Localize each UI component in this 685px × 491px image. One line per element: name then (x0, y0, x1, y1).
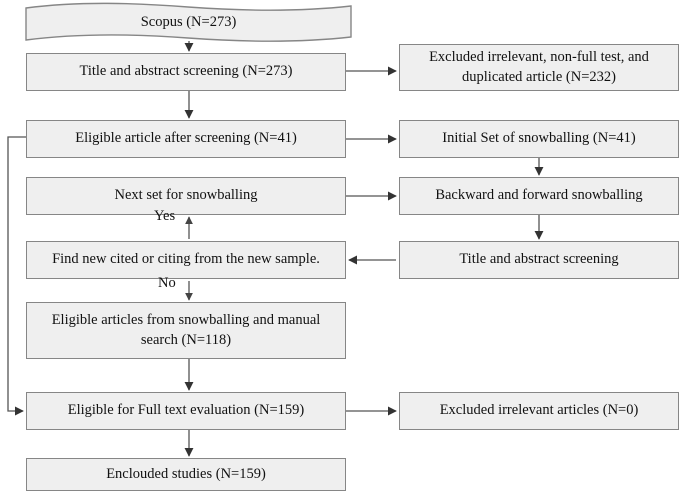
node-next-set-for-snowballing[interactable]: Next set for snowballing (26, 177, 346, 215)
node-label-excluded-irrelevant-articles-0: Excluded irrelevant articles (N=0) (439, 402, 639, 419)
node-eligible-article-after-screening[interactable]: Eligible article after screening (N=41) (26, 120, 346, 158)
node-label-eligible-full-text-evaluation-159: Eligible for Full text evaluation (N=159… (67, 402, 305, 419)
node-backward-and-forward-snowballing[interactable]: Backward and forward snowballing (399, 177, 679, 215)
node-label-eligible-articles-snowballing-118: Eligible articles from snowballing and m… (51, 312, 321, 348)
node-find-new-cited-or-citing[interactable]: Find new cited or citing from the new sa… (26, 241, 346, 279)
node-title-abstract-screening-1[interactable]: Title and abstract screening (N=273) (26, 53, 346, 91)
document-shape-icon (25, 2, 352, 42)
node-label-scopus: Scopus (N=273) (140, 14, 237, 31)
node-label-title-abstract-screening-2: Title and abstract screening (459, 251, 619, 268)
node-eligible-articles-snowballing-118[interactable]: Eligible articles from snowballing and m… (26, 302, 346, 359)
node-label-find-new-cited-or-citing: Find new cited or citing from the new sa… (52, 251, 320, 268)
node-label-next-set-for-snowballing: Next set for snowballing (114, 187, 258, 204)
edge-label-no: No (158, 275, 176, 291)
node-excluded-irrelevant-articles-0[interactable]: Excluded irrelevant articles (N=0) (399, 392, 679, 430)
connector-eligible41-loop-to-eligible159 (7, 136, 26, 416)
node-initial-set-of-snowballing[interactable]: Initial Set of snowballing (N=41) (399, 120, 679, 158)
node-eligible-full-text-evaluation-159[interactable]: Eligible for Full text evaluation (N=159… (26, 392, 346, 430)
node-label-title-abstract-screening-1: Title and abstract screening (N=273) (79, 63, 293, 80)
node-enclouded-studies-159[interactable]: Enclouded studies (N=159) (26, 458, 346, 491)
node-scopus[interactable]: Scopus (N=273) (25, 2, 352, 44)
edge-label-yes: Yes (154, 208, 176, 224)
node-label-excluded-irrelevant-232: Excluded irrelevant, non-full test, and … (429, 49, 649, 85)
node-label-initial-set-of-snowballing: Initial Set of snowballing (N=41) (442, 130, 636, 147)
node-label-backward-and-forward-snowballing: Backward and forward snowballing (435, 187, 643, 204)
node-label-enclouded-studies-159: Enclouded studies (N=159) (106, 465, 266, 482)
node-excluded-irrelevant-232[interactable]: Excluded irrelevant, non-full test, and … (399, 44, 679, 91)
node-title-abstract-screening-2[interactable]: Title and abstract screening (399, 241, 679, 279)
node-label-eligible-article-after-screening: Eligible article after screening (N=41) (75, 130, 297, 147)
